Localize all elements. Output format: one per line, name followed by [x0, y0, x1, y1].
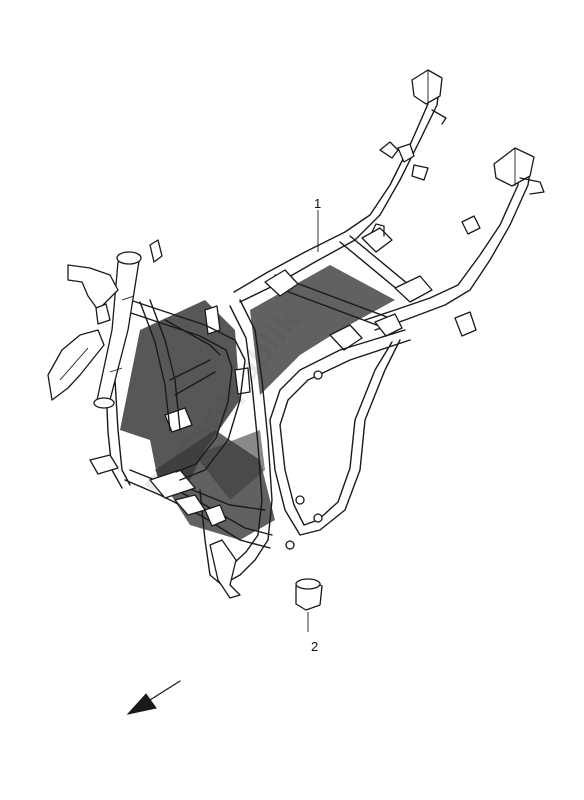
callout-frame-number: 1	[314, 196, 321, 211]
arrow-down-left-icon	[126, 680, 181, 715]
spacer-part	[295, 578, 323, 632]
frame-part	[47, 69, 545, 599]
callout-spacer-number: 2	[311, 639, 318, 654]
